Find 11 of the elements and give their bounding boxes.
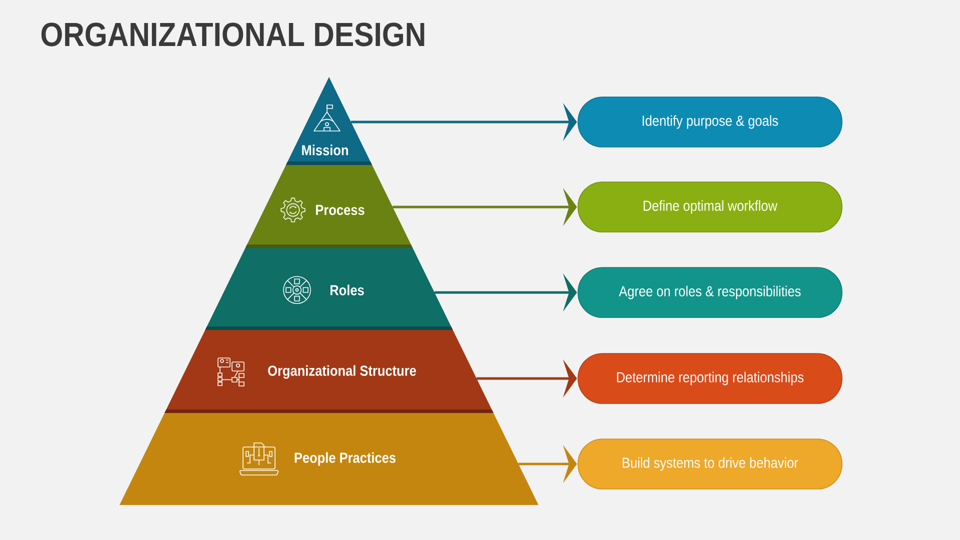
pyramid-level: Mission [286,77,372,165]
rounded-box: Agree on roles & responsibilities [578,267,842,318]
rounded-box: Build systems to drive behavior [578,438,842,490]
pyramid-level: Process [245,165,413,248]
pyramid-level: Roles [205,248,453,330]
pyramid-level: People Practices [120,413,538,505]
rounded-box: Determine reporting relationships [578,353,842,404]
rounded-box: Identify purpose & goals [578,96,842,148]
pyramid-level: Organizational Structure [164,330,494,413]
rounded-box: Define optimal workflow [578,182,842,232]
title: ORGANIZATIONAL DESIGN [41,22,424,46]
